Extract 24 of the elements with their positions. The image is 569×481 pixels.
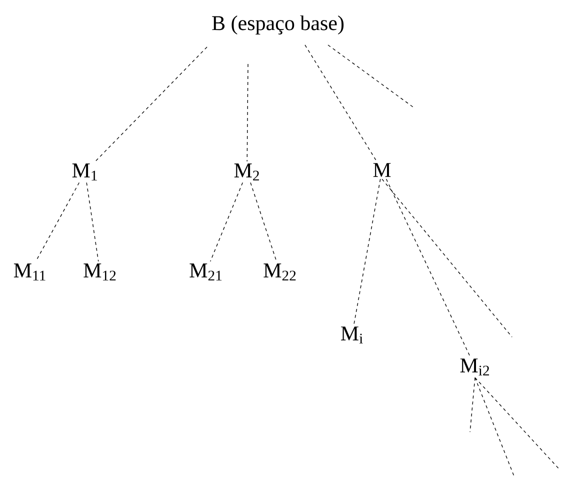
dashed-line xyxy=(36,182,80,262)
tree-node-label: M$_{12}$ xyxy=(84,264,116,280)
dashed-line xyxy=(86,182,99,262)
dashed-line xyxy=(474,377,514,476)
dashed-line xyxy=(354,178,381,325)
tree-node-label: M$_{i}$ xyxy=(341,326,363,344)
tree-node-label: M$_{11}$ xyxy=(14,264,46,280)
dashed-line xyxy=(328,44,414,108)
tree-node-label: M$_{i2}$ xyxy=(460,358,489,376)
dashed-line xyxy=(386,178,470,357)
dashed-line xyxy=(210,182,243,262)
tree-node-label: M xyxy=(373,163,391,177)
tree-node-label: M$_{21}$ xyxy=(190,264,222,280)
dashed-line xyxy=(474,377,560,470)
tree-node-label: M$_{1}$ xyxy=(72,164,97,180)
dashed-line xyxy=(382,178,512,338)
dashed-line xyxy=(246,64,248,162)
tree-node-label: B (espaço base) xyxy=(212,15,344,34)
dashed-line xyxy=(304,44,377,162)
tree-node-label: M$_{22}$ xyxy=(264,264,296,280)
dashed-line xyxy=(95,46,208,162)
dashed-line xyxy=(250,182,277,262)
tree-node-label: M$_{2}$ xyxy=(234,164,259,180)
dashed-line xyxy=(470,377,476,432)
